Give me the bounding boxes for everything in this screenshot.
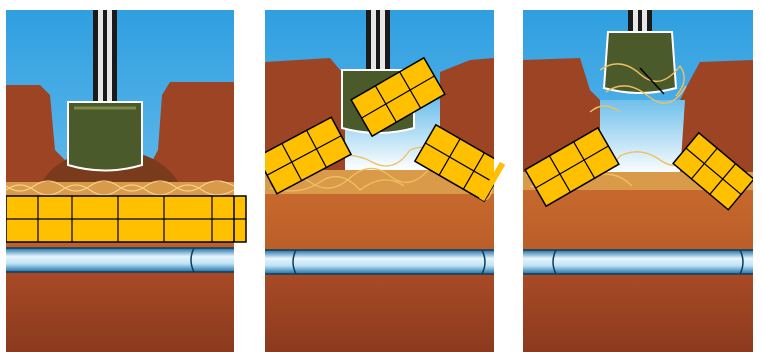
- pipe-icon: [265, 250, 494, 274]
- concrete-slab-icon: [6, 196, 246, 242]
- panel-gutter: [234, 0, 265, 352]
- pipe-icon: [6, 248, 234, 272]
- panel-1: [6, 10, 246, 352]
- soil-deep: [6, 270, 234, 352]
- soil-deep: [265, 275, 494, 352]
- soil-deep: [523, 275, 753, 352]
- panel-3: [523, 10, 754, 352]
- panel-2: [257, 10, 505, 352]
- pipe-icon: [523, 250, 753, 274]
